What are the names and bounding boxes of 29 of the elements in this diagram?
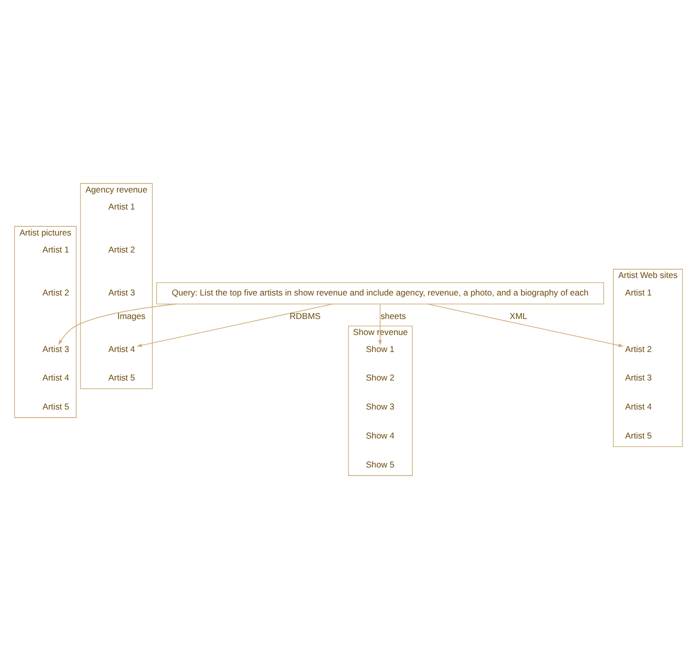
arrow bbox=[426, 303, 624, 347]
node-text: Artist 4 bbox=[108, 344, 136, 354]
edge-label: sheets bbox=[380, 310, 406, 320]
node-text: Artist 3 bbox=[625, 372, 652, 382]
node-text: Show 2 bbox=[366, 372, 394, 382]
node-text: Artist 1 bbox=[625, 286, 652, 297]
arrow bbox=[378, 303, 382, 345]
node-text: Artist 5 bbox=[108, 372, 136, 382]
node-box: Query: List the top five artists in show revenue and include agency, revenue, a photo, and a biography of each bbox=[156, 282, 604, 304]
node-text: Show 5 bbox=[366, 458, 394, 469]
node-text: Show 3 bbox=[366, 401, 394, 412]
edge-label: XML bbox=[510, 310, 528, 320]
node-text: Artist 2 bbox=[42, 286, 70, 297]
arrow bbox=[136, 303, 334, 347]
node-text: Artist 4 bbox=[42, 372, 70, 382]
edge-label: Images bbox=[117, 310, 146, 320]
node-text: Artist 4 bbox=[625, 401, 652, 412]
node-text: Artist 1 bbox=[108, 201, 136, 212]
node-text: Artist 3 bbox=[42, 344, 70, 354]
arrow bbox=[58, 303, 176, 345]
node-text: Artist 5 bbox=[42, 401, 70, 412]
node-text: Show 4 bbox=[366, 430, 394, 440]
node-text: Artist 3 bbox=[108, 286, 136, 297]
edge-label: RDBMS bbox=[290, 310, 321, 320]
node-text: Artist 2 bbox=[625, 344, 652, 354]
node-text: Artist 5 bbox=[625, 430, 652, 440]
node-text: Artist 2 bbox=[108, 244, 136, 254]
node-text: Show 1 bbox=[366, 344, 394, 354]
node-text: Artist 1 bbox=[42, 244, 70, 254]
